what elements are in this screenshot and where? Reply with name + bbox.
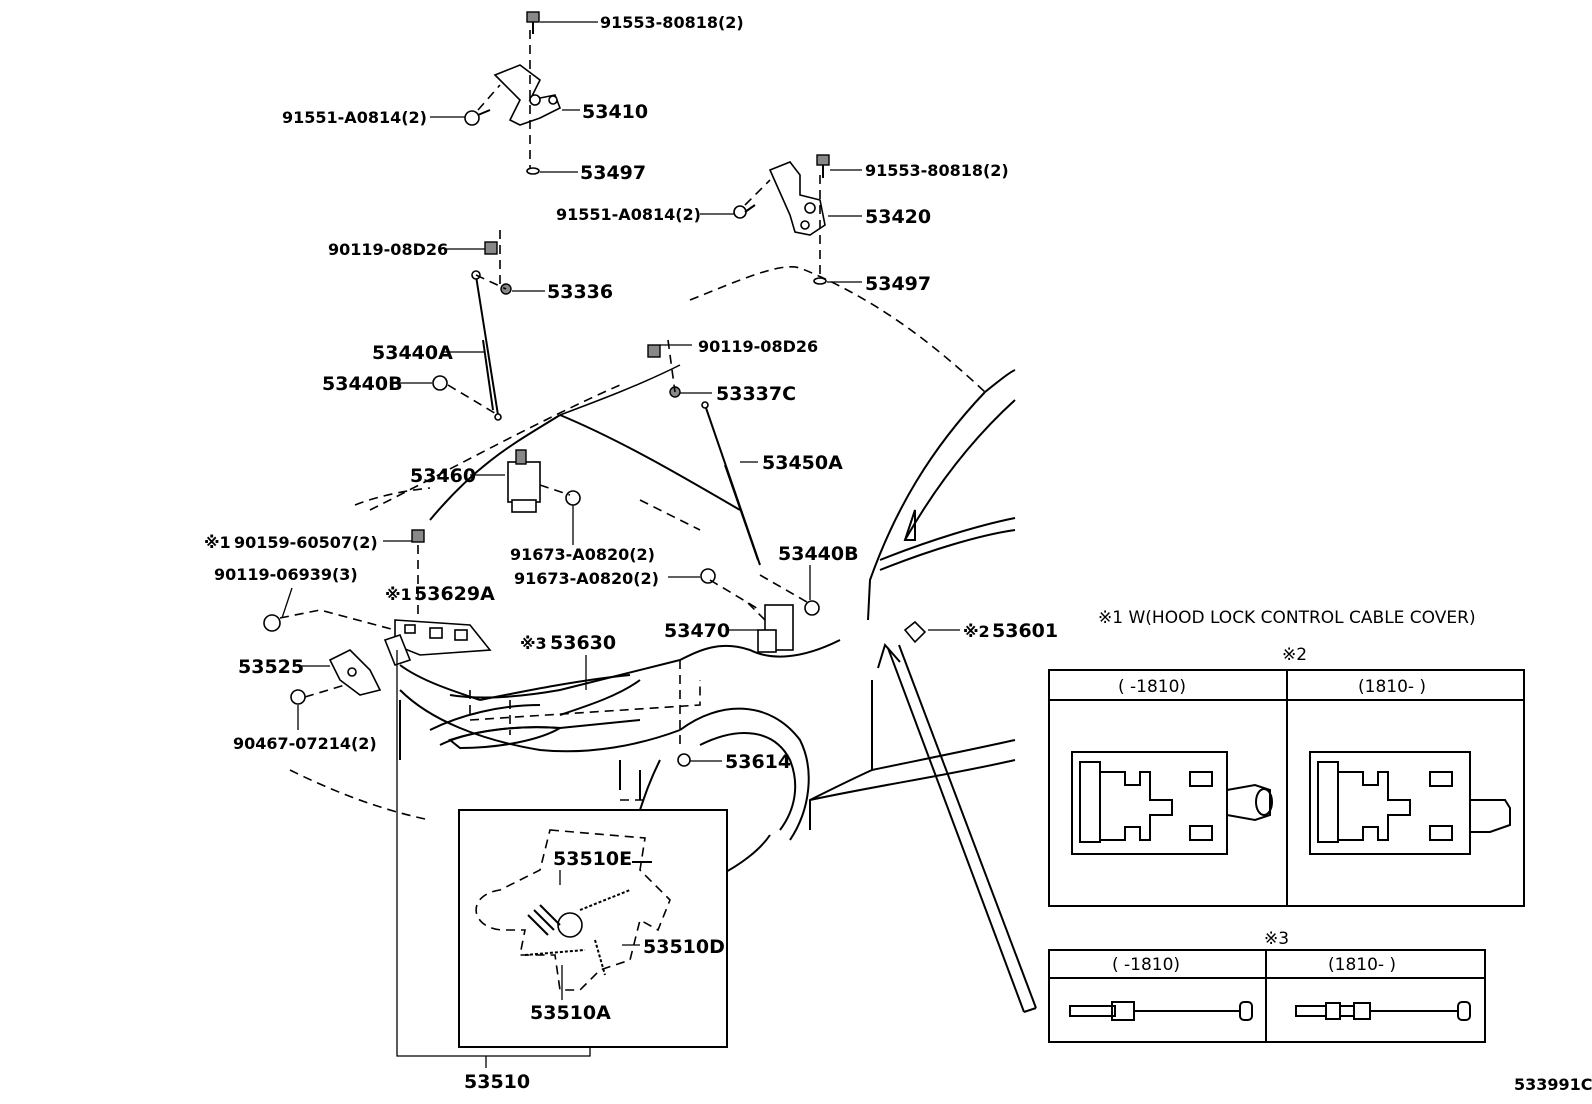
body-outline xyxy=(289,266,1037,1013)
legend-box2-title: ※2 xyxy=(1282,645,1307,665)
hood-lock-striker xyxy=(507,449,581,513)
label-53601: 53601 xyxy=(992,620,1058,642)
legend-box2-col2: (1810- ) xyxy=(1358,677,1426,697)
mark-note3-53630: ※3 xyxy=(520,634,547,653)
cable-old xyxy=(1069,1001,1253,1021)
hood-hinge-left xyxy=(464,11,562,126)
label-91553-80818-right: 91553-80818(2) xyxy=(865,161,1009,180)
label-53510a: 53510A xyxy=(530,1002,611,1024)
label-53497-right: 53497 xyxy=(865,273,931,295)
diagram-id: 533991C xyxy=(1514,1075,1592,1094)
label-53460: 53460 xyxy=(410,465,476,487)
mark-note2-53601: ※2 xyxy=(963,622,990,641)
label-90159-60507: 90159-60507(2) xyxy=(234,533,378,552)
lock-support-bracket xyxy=(383,529,492,666)
label-53510: 53510 xyxy=(464,1071,530,1093)
lock-assembly-inset xyxy=(458,809,728,1048)
label-53470: 53470 xyxy=(664,620,730,642)
connector-old xyxy=(1071,751,1273,855)
legend-box3-col1: ( -1810) xyxy=(1112,955,1180,975)
label-53497-top: 53497 xyxy=(580,162,646,184)
label-53420: 53420 xyxy=(865,206,931,228)
mark-note1-53629a: ※1 xyxy=(385,585,412,604)
mark-note1-90159: ※1 xyxy=(204,533,231,552)
label-90119-08d26-left: 90119-08D26 xyxy=(328,240,448,259)
label-90119-08d26-right: 90119-08D26 xyxy=(698,337,818,356)
part-labels: 91553-80818(2) 53410 91551-A0814(2) 5349… xyxy=(204,13,1058,1093)
legend-box3-title: ※3 xyxy=(1264,929,1289,949)
label-90119-06939: 90119-06939(3) xyxy=(214,565,358,584)
label-53440a: 53440A xyxy=(372,342,453,364)
label-90467-07214: 90467-07214(2) xyxy=(233,734,377,753)
label-53630: 53630 xyxy=(550,632,616,654)
hood-hinge-right xyxy=(733,154,830,236)
label-53440b-left: 53440B xyxy=(322,373,403,395)
label-91673-a0820-a: 91673-A0820(2) xyxy=(510,545,655,564)
legend-note1: ※1 W(HOOD LOCK CONTROL CABLE COVER) xyxy=(1098,608,1476,628)
label-53336: 53336 xyxy=(547,281,613,303)
hood-latch-assembly xyxy=(290,649,382,705)
label-53614: 53614 xyxy=(725,751,791,773)
label-53410: 53410 xyxy=(582,101,648,123)
label-91551-a0814-left: 91551-A0814(2) xyxy=(282,108,427,127)
legend-box2: ( -1810) (1810- ) xyxy=(1048,669,1525,907)
legend-area: ※1 W(HOOD LOCK CONTROL CABLE COVER) ※2 (… xyxy=(1048,608,1525,1043)
label-53510e: 53510E xyxy=(553,848,632,870)
label-91553-80818-top: 91553-80818(2) xyxy=(600,13,744,32)
label-53450a: 53450A xyxy=(762,452,843,474)
label-91551-a0814-right: 91551-A0814(2) xyxy=(556,205,701,224)
legend-box3: ( -1810) (1810- ) xyxy=(1048,949,1486,1043)
legend-box3-col2: (1810- ) xyxy=(1328,955,1396,975)
label-53510d: 53510D xyxy=(643,936,725,958)
cable-grommet xyxy=(903,620,927,644)
label-53337c: 53337C xyxy=(716,383,796,405)
label-53629a: 53629A xyxy=(414,583,495,605)
legend-box2-col1: ( -1810) xyxy=(1118,677,1186,697)
leader-lines xyxy=(281,21,960,1068)
hood-stay-right xyxy=(647,344,820,616)
connector-new xyxy=(1309,751,1511,855)
label-53525: 53525 xyxy=(238,656,304,678)
label-91673-a0820-b: 91673-A0820(2) xyxy=(514,569,659,588)
label-53440b-right: 53440B xyxy=(778,543,859,565)
hood-lock-latch xyxy=(700,568,794,653)
cable-clamp xyxy=(677,753,691,767)
cable-new xyxy=(1295,1001,1471,1021)
